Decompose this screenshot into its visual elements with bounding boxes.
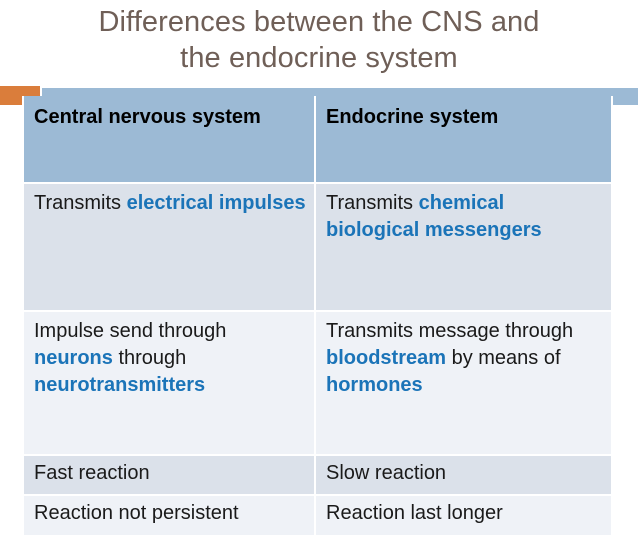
cell-cns-transmits: Transmits electrical impulses (22, 183, 316, 312)
text-plain: Transmits message through (326, 320, 574, 342)
comparison-table: Central nervous system Endocrine system … (22, 96, 613, 537)
table-header-row: Central nervous system Endocrine system (22, 96, 613, 184)
text-highlight: bloodstream (326, 347, 447, 369)
text-plain: through (112, 347, 187, 369)
cell-endocrine-speed: Slow reaction (314, 455, 613, 496)
cell-endocrine-duration: Reaction last longer (314, 495, 613, 537)
cell-cns-duration: Reaction not persistent (22, 495, 316, 537)
text-plain: Impulse send through (34, 320, 227, 342)
cell-endocrine-transmits: Transmits chemical biological messengers (314, 183, 613, 312)
text-highlight: hormones (326, 374, 423, 396)
text-plain: by means of (446, 347, 561, 369)
text-highlight: electrical impulses (126, 192, 306, 214)
cell-endocrine-bloodstream: Transmits message through bloodstream by… (314, 311, 613, 456)
table-row: Impulse send through neurons through neu… (22, 311, 613, 456)
table-row-cutoff: Reaction not persistent Reaction last lo… (22, 495, 613, 537)
text-highlight: chemical biological messengers (326, 192, 542, 241)
table-row: Transmits electrical impulses Transmits … (22, 183, 613, 312)
text-highlight: neurons (34, 347, 113, 369)
column-header-cns: Central nervous system (22, 96, 316, 184)
cell-cns-impulse: Impulse send through neurons through neu… (22, 311, 316, 456)
text-plain: Transmits (34, 192, 127, 214)
page-title: Differences between the CNS and the endo… (98, 6, 540, 74)
table-row: Fast reaction Slow reaction (22, 455, 613, 496)
text-plain: Transmits (326, 192, 419, 214)
cell-cns-speed: Fast reaction (22, 455, 316, 496)
text-highlight: neurotransmitters (34, 374, 206, 396)
slide-canvas: Differences between the CNS and the endo… (0, 6, 638, 537)
column-header-endocrine: Endocrine system (314, 96, 613, 184)
